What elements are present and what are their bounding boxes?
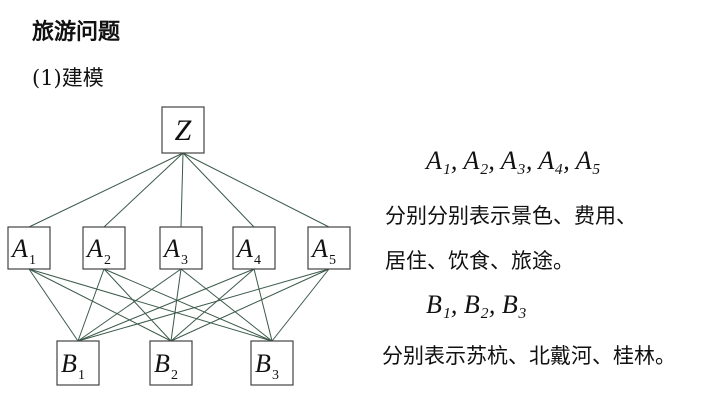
goal-node: Z [161, 106, 205, 154]
edge-criterion-to-alternative [170, 268, 182, 342]
alternative-node: B1 [56, 340, 100, 386]
criteria-symbols: A₁, A₂, A₃, A₄, A₅ [426, 146, 601, 176]
criterion-node: A4 [232, 226, 276, 270]
criterion-node: A5 [307, 226, 351, 270]
edge-criterion-to-alternative [77, 268, 105, 342]
edge-criterion-to-alternative [28, 268, 172, 342]
edge-goal-to-criterion [28, 152, 184, 228]
alternative-node-box [56, 340, 100, 386]
edge-criterion-to-alternative [103, 268, 273, 342]
goal-node-label: Z [175, 114, 192, 147]
alternative-node-box [250, 340, 294, 386]
criteria-symbol-list: A₁, A₂, A₃, A₄, A₅ [426, 146, 601, 175]
criterion-node-box [7, 226, 51, 270]
edge-goal-to-criterion [103, 152, 184, 228]
edge-criterion-to-alternative [170, 268, 255, 342]
edge-criterion-to-alternative [180, 268, 273, 342]
edge-goal-to-criterion [180, 152, 184, 228]
edge-goal-to-criterion [182, 152, 255, 228]
criteria-description-line2: 居住、饮食、旅途。 [385, 249, 574, 273]
edge-goal-to-criterion [182, 152, 330, 228]
edge-criterion-to-alternative [77, 268, 330, 342]
edge-criterion-to-alternative [271, 268, 330, 342]
alternative-node: B2 [149, 340, 193, 386]
criterion-node-box [159, 226, 203, 270]
edge-criterion-to-alternative [28, 268, 273, 342]
edge-criterion-to-alternative [170, 268, 330, 342]
slide-title: 旅游问题 [32, 19, 121, 45]
alternatives-description: 分别表示苏杭、北戴河、桂林。 [382, 344, 676, 368]
criterion-node: A2 [82, 226, 126, 270]
criterion-node-box [82, 226, 126, 270]
alternative-symbol-list: B₁, B₂, B₃ [426, 290, 527, 319]
hierarchy-edges [28, 152, 330, 342]
criteria-description-line1: 分别分别表示景色、费用、 [385, 204, 637, 228]
edge-criterion-to-alternative [103, 268, 172, 342]
goal-node-box [161, 106, 205, 154]
edge-criterion-to-alternative [28, 268, 79, 342]
alternative-node: B3 [250, 340, 294, 386]
alternatives-symbols: B₁, B₂, B₃ [426, 290, 527, 320]
criterion-node-box [307, 226, 351, 270]
section-subtitle: (1)建模 [32, 66, 104, 90]
criterion-node: A1 [7, 226, 51, 270]
edge-criterion-to-alternative [77, 268, 255, 342]
edge-criterion-to-alternative [253, 268, 273, 342]
alternative-node-box [149, 340, 193, 386]
criterion-node: A3 [159, 226, 203, 270]
criterion-node-box [232, 226, 276, 270]
edge-criterion-to-alternative [77, 268, 182, 342]
